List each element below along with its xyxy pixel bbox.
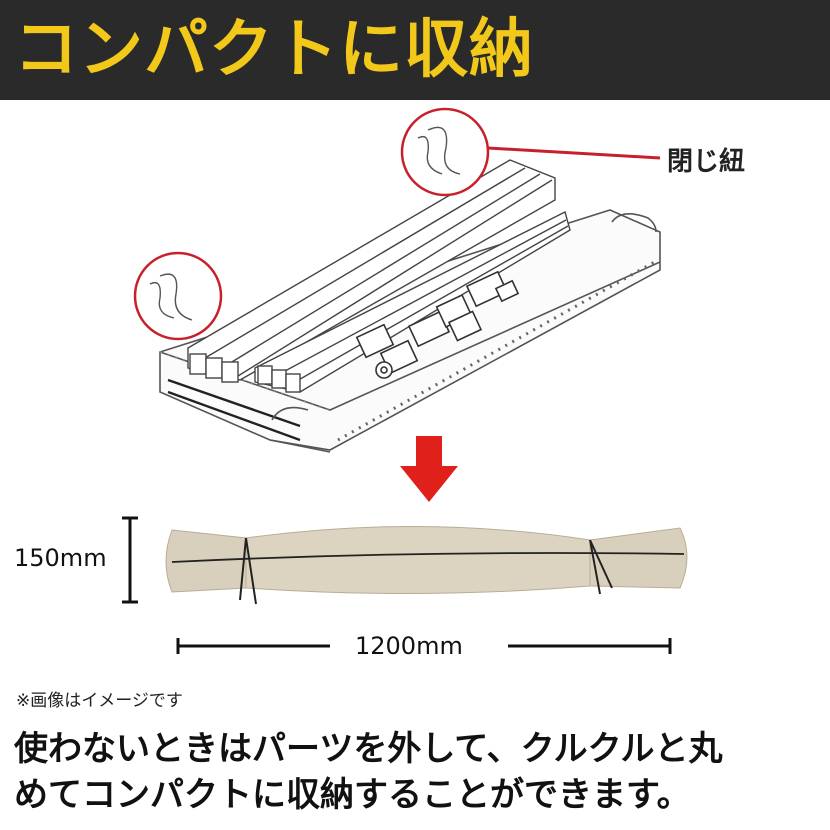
image-note: ※画像はイメージです [16, 691, 183, 711]
rolled-bag-drawing [165, 525, 688, 605]
connector-parts-drawing [355, 270, 520, 379]
height-dimension-marker [122, 516, 138, 604]
down-arrow-icon [400, 436, 458, 502]
caption-line-2: めてコンパクトに収納することができます。 [14, 775, 691, 815]
caption-line-1: 使わないときはパーツを外して、クルクルと丸 [14, 729, 723, 769]
tie-string-callouts [133, 107, 661, 341]
page-title: コンパクトに収納 [14, 13, 534, 87]
product-illustration [122, 107, 688, 654]
width-dimension-label: 1200mm [355, 632, 463, 660]
width-dimension-marker [176, 638, 672, 654]
poles-drawing [187, 159, 571, 393]
header-band: コンパクトに収納 [0, 0, 830, 100]
description-caption: 使わないときはパーツを外して、クルクルと丸 めてコンパクトに収納することができま… [14, 726, 824, 818]
tie-string-label: 閉じ紐 [667, 147, 746, 177]
height-dimension-label: 150mm [14, 544, 107, 572]
